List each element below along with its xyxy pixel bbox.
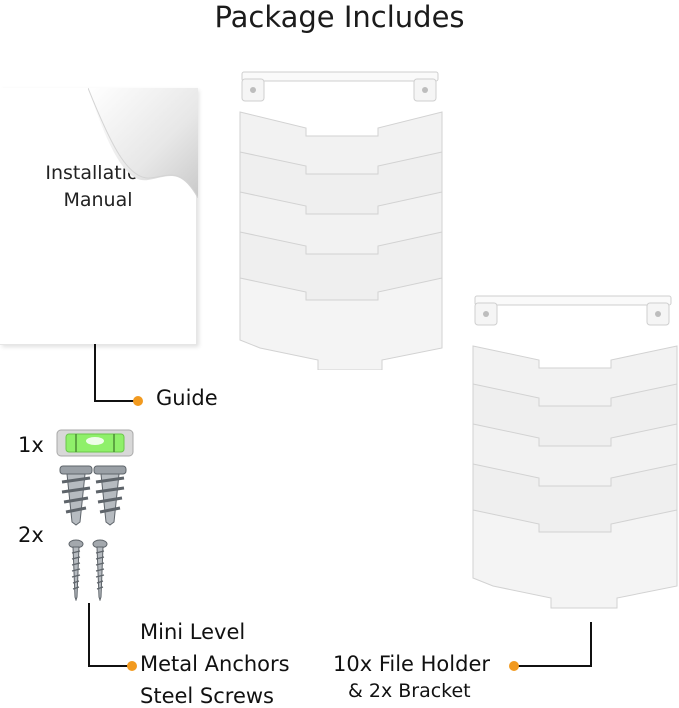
guide-leader-vertical bbox=[94, 344, 96, 402]
bracket-label: & 2x Bracket bbox=[348, 680, 471, 702]
page-title: Package Includes bbox=[214, 0, 465, 34]
steel-screws-label: Steel Screws bbox=[140, 684, 274, 708]
guide-label: Guide bbox=[156, 386, 218, 410]
file-holder-icon bbox=[472, 295, 678, 609]
bracket-icon bbox=[474, 295, 672, 326]
screw-icon bbox=[92, 539, 108, 601]
metal-anchors-label: Metal Anchors bbox=[140, 652, 290, 676]
holder-leader-vertical bbox=[590, 622, 592, 667]
hardware-dot bbox=[127, 661, 137, 671]
mini-level-label: Mini Level bbox=[140, 620, 246, 644]
bracket-icon bbox=[241, 71, 439, 102]
level-quantity: 1x bbox=[18, 433, 44, 457]
hardware-leader-vertical bbox=[88, 603, 90, 667]
file-holder-label: 10x File Holder bbox=[333, 652, 490, 676]
guide-dot bbox=[133, 396, 143, 406]
hardware-leader-horizontal bbox=[88, 665, 132, 667]
anchor-icon bbox=[93, 465, 127, 526]
hardware-quantity: 2x bbox=[18, 523, 44, 547]
holder-dot bbox=[509, 661, 519, 671]
anchor-icon bbox=[59, 465, 93, 526]
screw-icon bbox=[68, 539, 84, 601]
file-holder-icon bbox=[239, 71, 443, 370]
guide-leader-horizontal bbox=[94, 400, 138, 402]
manual-line-2: Manual bbox=[63, 189, 133, 211]
page-curl-icon bbox=[88, 88, 198, 198]
level-icon bbox=[56, 429, 134, 457]
holder-leader-horizontal bbox=[516, 665, 592, 667]
